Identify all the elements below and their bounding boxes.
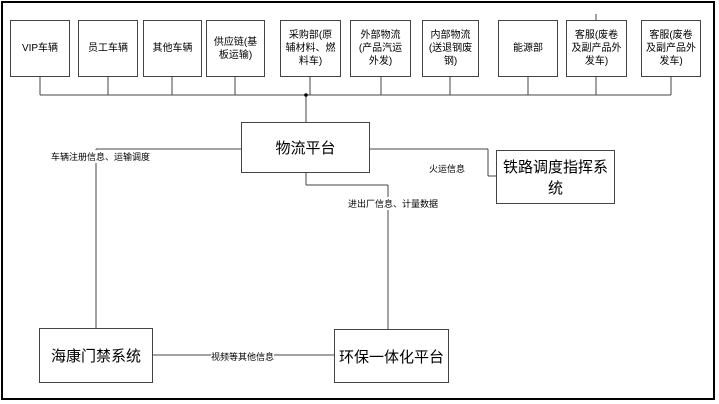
bus-junction-dot	[304, 93, 308, 97]
node-env-platform[interactable]: 环保一体化平台	[334, 329, 449, 383]
dept-label-customer1: 客服(废卷及副产品外发车)	[571, 30, 622, 67]
dept-label-staff: 员工车辆	[88, 43, 128, 54]
dept-box-other[interactable]: 其他车辆	[143, 20, 202, 77]
dept-label-supply: 供应链(基板运输)	[213, 36, 258, 61]
dept-label-purchase: 采购部(原辅材料、燃料车)	[285, 30, 336, 67]
edge-label-gate-info: 进出厂信息、计量数据	[348, 197, 439, 210]
dept-label-energy: 能源部	[513, 43, 543, 54]
dept-box-customer2[interactable]: 客服(废卷及副产品外发车)	[641, 20, 701, 77]
dept-box-customer1[interactable]: 客服(废卷及副产品外发车)	[566, 20, 627, 77]
dept-label-customer2: 客服(废卷及副产品外发车)	[646, 30, 696, 67]
edge-label-rail-info: 火运信息	[429, 162, 466, 175]
node-railway-dispatch[interactable]: 铁路调度指挥系统	[496, 150, 615, 204]
node-label-env: 环保一体化平台	[338, 347, 444, 366]
node-label-hikvision: 海康门禁系统	[50, 347, 141, 365]
dept-box-vip[interactable]: VIP车辆	[10, 20, 70, 77]
node-logistics-platform[interactable]: 物流平台	[241, 122, 370, 173]
dept-label-other: 其他车辆	[152, 43, 193, 54]
dept-box-staff[interactable]: 员工车辆	[78, 20, 138, 77]
dept-box-purchase[interactable]: 采购部(原辅材料、燃料车)	[280, 20, 341, 77]
node-hikvision-gate[interactable]: 海康门禁系统	[39, 328, 153, 383]
node-label-railway: 铁路调度指挥系统	[502, 158, 608, 197]
dept-box-energy[interactable]: 能源部	[498, 20, 558, 77]
dept-box-supply[interactable]: 供应链(基板运输)	[206, 20, 265, 77]
dept-label-ext-logistics: 外部物流(产品汽运外发)	[358, 30, 403, 67]
dept-box-int-logistics[interactable]: 内部物流(送退钢废钢)	[422, 20, 479, 77]
edge-label-video-info: 视频等其他信息	[211, 350, 275, 363]
edge-label-vehicle-info: 车辆注册信息、运输调度	[51, 150, 151, 163]
dept-label-int-logistics: 内部物流(送退钢废钢)	[428, 30, 473, 67]
dept-label-vip: VIP车辆	[21, 43, 59, 54]
dept-box-ext-logistics[interactable]: 外部物流(产品汽运外发)	[350, 20, 411, 77]
node-label-logistics: 物流平台	[275, 139, 336, 157]
